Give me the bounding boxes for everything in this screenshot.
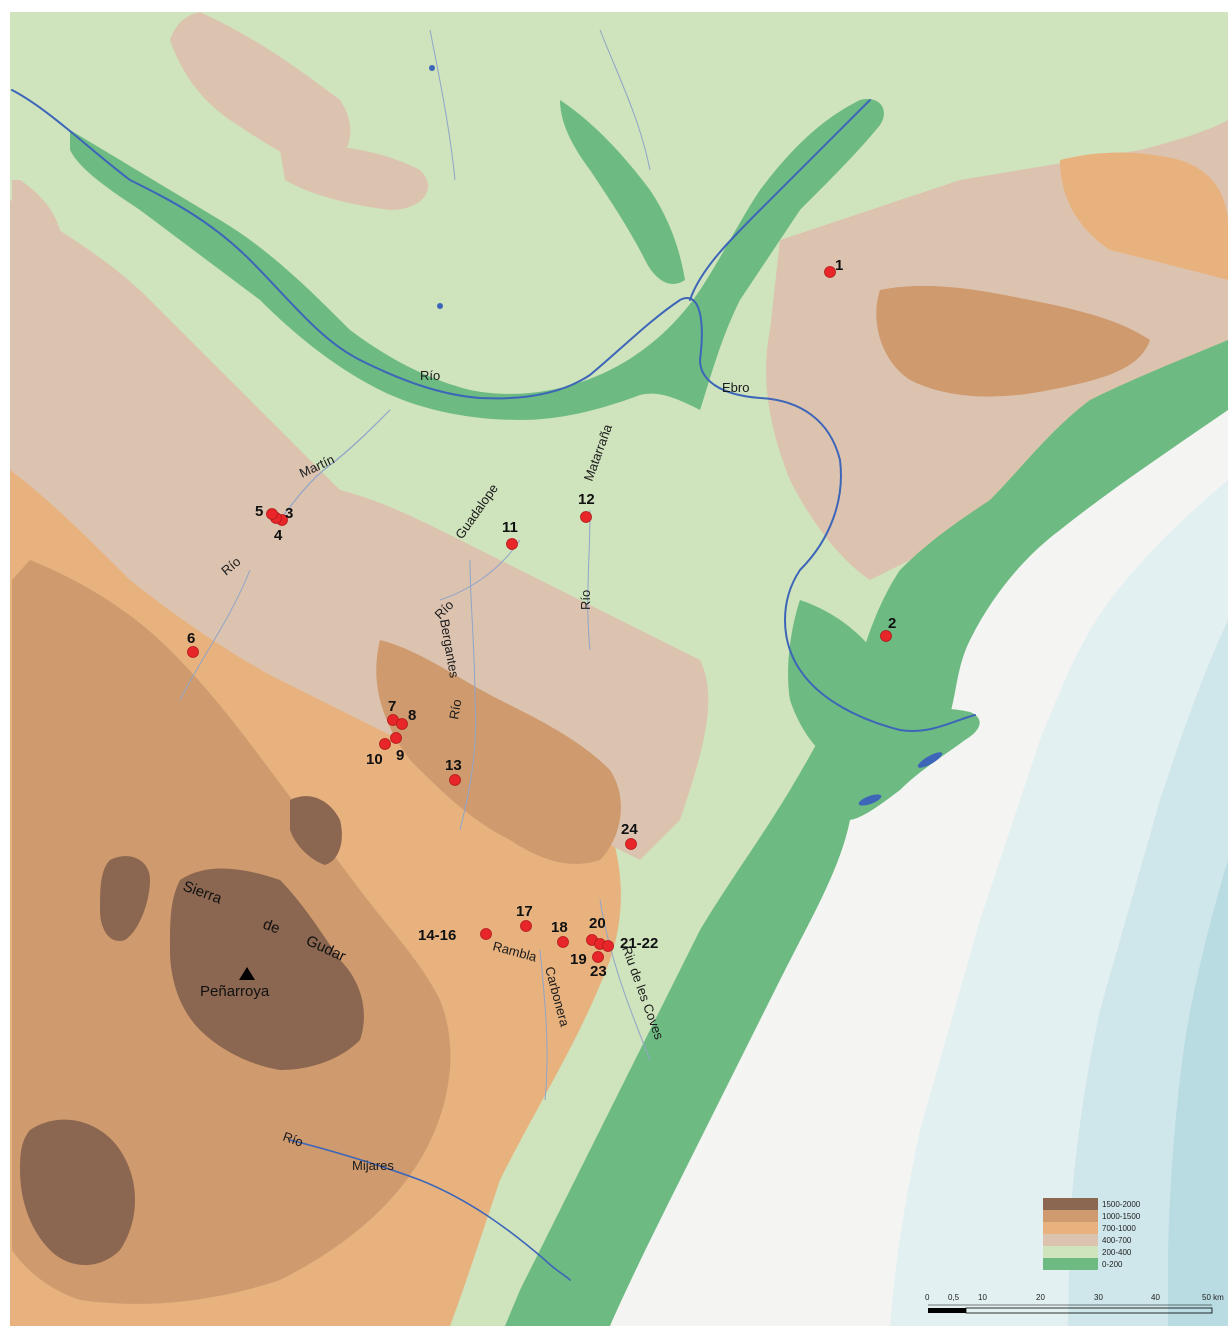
elevation-legend: 1500-2000 1000-1500 700-1000 400-700 200… xyxy=(1043,1198,1141,1270)
relief-band-1500-2000 xyxy=(170,868,364,1070)
site-label-6: 6 xyxy=(187,630,195,647)
river-segre xyxy=(689,99,871,301)
site-label-4: 4 xyxy=(274,527,283,544)
site-5-dot[interactable] xyxy=(266,508,278,520)
site-label-18: 18 xyxy=(551,919,568,936)
scale-bar: 0 0,5 10 20 30 40 50 km xyxy=(925,1293,1224,1314)
legend-swatch-1500-2000 xyxy=(1043,1198,1098,1210)
label-de: de xyxy=(261,916,282,938)
reservoirs xyxy=(429,65,943,806)
scale-tick-30: 30 xyxy=(1094,1293,1103,1302)
site-label-17: 17 xyxy=(516,903,533,920)
site-label-5: 5 xyxy=(255,503,263,520)
legend-label-1000-1500: 1000-1500 xyxy=(1102,1212,1141,1221)
site-11-dot[interactable] xyxy=(506,538,518,550)
site-label-3: 3 xyxy=(285,505,293,522)
site-21-22-dot[interactable] xyxy=(602,940,614,952)
river-network xyxy=(11,89,976,1281)
site-label-2: 2 xyxy=(888,615,896,632)
site-label-8: 8 xyxy=(408,707,416,724)
site-label-1: 1 xyxy=(835,257,843,274)
river-martin xyxy=(279,409,391,521)
site-18-dot[interactable] xyxy=(557,936,569,948)
relief-band-400-700-north xyxy=(170,12,351,170)
site-label-20: 20 xyxy=(589,915,606,932)
ebro-delta xyxy=(845,708,980,820)
legend-label-0-200: 0-200 xyxy=(1102,1260,1123,1269)
summit-triangle-icon xyxy=(239,967,255,980)
label-rio-bergantes: Río xyxy=(446,698,464,721)
site-10-dot[interactable] xyxy=(379,738,391,750)
label-rio-ebro: Río xyxy=(420,368,440,383)
relief-band-0-200-ebro xyxy=(70,99,884,421)
site-label-21-22: 21-22 xyxy=(620,935,658,952)
site-label-11: 11 xyxy=(502,519,518,536)
site-9-dot[interactable] xyxy=(390,732,402,744)
label-mijares: Mijares xyxy=(352,1158,394,1173)
label-penarroya: Peñarroya xyxy=(200,983,270,1000)
site-label-13: 13 xyxy=(445,757,462,774)
scale-tick-20: 20 xyxy=(1036,1293,1045,1302)
site-17-dot[interactable] xyxy=(520,920,532,932)
site-label-10: 10 xyxy=(366,751,383,768)
site-labels: 1 2 3 4 5 6 7 8 9 10 11 12 13 14-16 17 1… xyxy=(187,257,896,980)
site-label-23: 23 xyxy=(590,963,607,980)
site-6-dot[interactable] xyxy=(187,646,199,658)
site-label-12: 12 xyxy=(578,491,595,508)
site-14-16-dot[interactable] xyxy=(480,928,492,940)
legend-swatch-200-400 xyxy=(1043,1246,1098,1258)
site-24-dot[interactable] xyxy=(625,838,637,850)
label-rio-mijares: Río xyxy=(281,1129,305,1150)
site-13-dot[interactable] xyxy=(449,774,461,786)
legend-swatch-0-200 xyxy=(1043,1258,1098,1270)
scale-tick-40: 40 xyxy=(1151,1293,1160,1302)
site-12-dot[interactable] xyxy=(580,511,592,523)
scale-tick-0-5: 0,5 xyxy=(948,1293,960,1302)
site-label-7: 7 xyxy=(388,698,396,715)
river-mijares xyxy=(289,1139,571,1281)
legend-swatch-400-700 xyxy=(1043,1234,1098,1246)
site-label-19: 19 xyxy=(570,951,587,968)
sea-deep xyxy=(1168,860,1228,1326)
site-23-dot[interactable] xyxy=(592,951,604,963)
site-1-dot[interactable] xyxy=(824,266,836,278)
site-label-9: 9 xyxy=(396,747,404,764)
scale-tick-50: 50 km xyxy=(1202,1293,1224,1302)
scale-tick-10: 10 xyxy=(978,1293,987,1302)
label-rio-matarrana: Río xyxy=(578,590,593,610)
legend-label-400-700: 400-700 xyxy=(1102,1236,1132,1245)
legend-label-1500-2000: 1500-2000 xyxy=(1102,1200,1141,1209)
legend-label-200-400: 200-400 xyxy=(1102,1248,1132,1257)
streams xyxy=(179,29,651,1101)
river-ebro xyxy=(11,89,976,732)
relief-band-400-700 xyxy=(10,200,709,860)
legend-swatch-700-1000 xyxy=(1043,1222,1098,1234)
legend-label-700-1000: 700-1000 xyxy=(1102,1224,1136,1233)
legend-swatch-1000-1500 xyxy=(1043,1210,1098,1222)
site-8-dot[interactable] xyxy=(396,718,408,730)
site-2-dot[interactable] xyxy=(880,630,892,642)
scale-tick-0: 0 xyxy=(925,1293,930,1302)
label-ebro: Ebro xyxy=(722,380,749,395)
site-markers xyxy=(187,266,892,963)
site-label-24: 24 xyxy=(621,821,638,838)
site-label-14-16: 14-16 xyxy=(418,927,456,944)
